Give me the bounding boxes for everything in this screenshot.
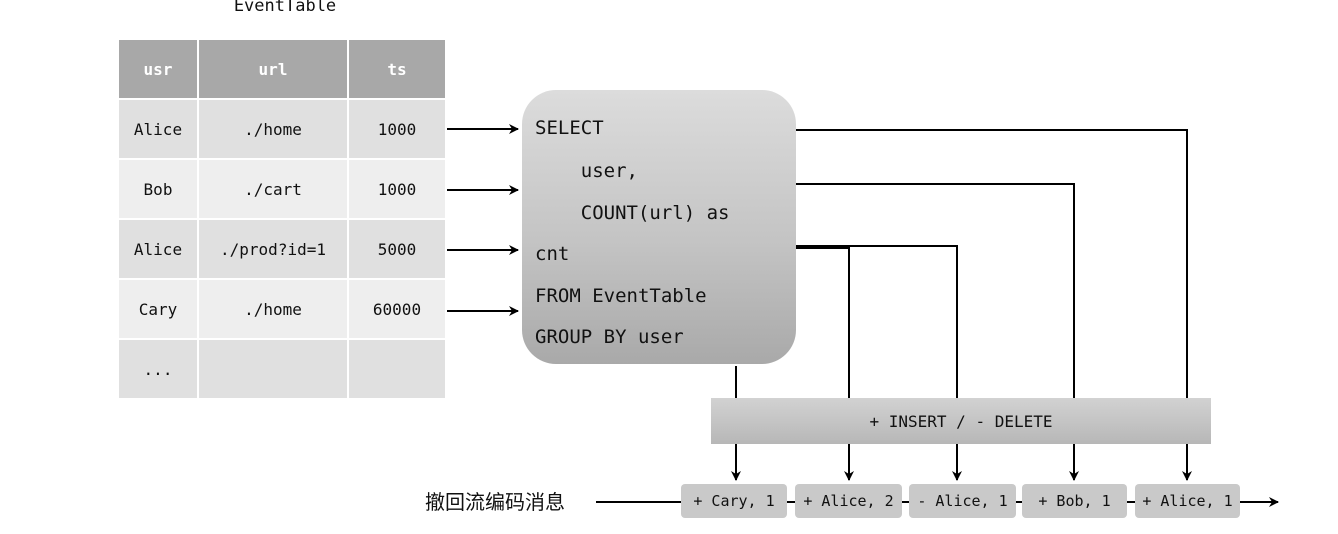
table-cell: 1000 bbox=[347, 98, 447, 160]
table-cell: 5000 bbox=[347, 218, 447, 280]
table-row: Alice ./home 1000 bbox=[117, 98, 447, 160]
column-header-usr: usr bbox=[117, 38, 199, 100]
stream-message: + Alice, 1 bbox=[1135, 484, 1240, 518]
table-row: ... bbox=[117, 338, 447, 400]
column-header-ts: ts bbox=[347, 38, 447, 100]
table-cell: Cary bbox=[117, 278, 199, 340]
sql-line: FROM EventTable bbox=[535, 285, 707, 307]
column-header-url: url bbox=[197, 38, 349, 100]
sql-line: COUNT(url) as bbox=[535, 202, 730, 224]
table-cell: 60000 bbox=[347, 278, 447, 340]
table-cell: ... bbox=[117, 338, 199, 400]
output-arrow bbox=[796, 247, 854, 481]
stream-message: - Alice, 1 bbox=[909, 484, 1016, 518]
table-cell bbox=[347, 338, 447, 400]
stream-message: + Cary, 1 bbox=[681, 484, 787, 518]
table-cell bbox=[197, 338, 349, 400]
table-cell: ./home bbox=[197, 278, 349, 340]
table-cell: Alice bbox=[117, 98, 199, 160]
stream-label: 撤回流编码消息 bbox=[425, 490, 565, 514]
table-row: Cary ./home 60000 bbox=[117, 278, 447, 340]
table-header-row: usr url ts bbox=[117, 38, 447, 100]
sql-line: cnt bbox=[535, 243, 570, 265]
stream-message: + Bob, 1 bbox=[1022, 484, 1127, 518]
sql-line: GROUP BY user bbox=[535, 326, 684, 348]
insert-delete-bar: + INSERT / - DELETE bbox=[711, 398, 1211, 444]
table-row: Alice ./prod?id=1 5000 bbox=[117, 218, 447, 280]
sql-line: SELECT bbox=[535, 117, 604, 139]
stream-message: + Alice, 2 bbox=[795, 484, 902, 518]
table-cell: 1000 bbox=[347, 158, 447, 220]
output-arrow bbox=[796, 245, 962, 481]
table-cell: ./home bbox=[197, 98, 349, 160]
table-title: EventTable bbox=[233, 0, 337, 16]
output-arrow bbox=[796, 183, 1079, 481]
event-table: usr url ts Alice ./home 1000 Bob ./cart … bbox=[117, 38, 447, 400]
table-cell: ./prod?id=1 bbox=[197, 218, 349, 280]
table-cell: Alice bbox=[117, 218, 199, 280]
table-cell: Bob bbox=[117, 158, 199, 220]
output-arrow bbox=[796, 129, 1192, 481]
sql-query-box: SELECT user, COUNT(url) as cnt FROM Even… bbox=[522, 90, 796, 364]
table-row: Bob ./cart 1000 bbox=[117, 158, 447, 220]
sql-line: user, bbox=[535, 160, 638, 182]
table-cell: ./cart bbox=[197, 158, 349, 220]
